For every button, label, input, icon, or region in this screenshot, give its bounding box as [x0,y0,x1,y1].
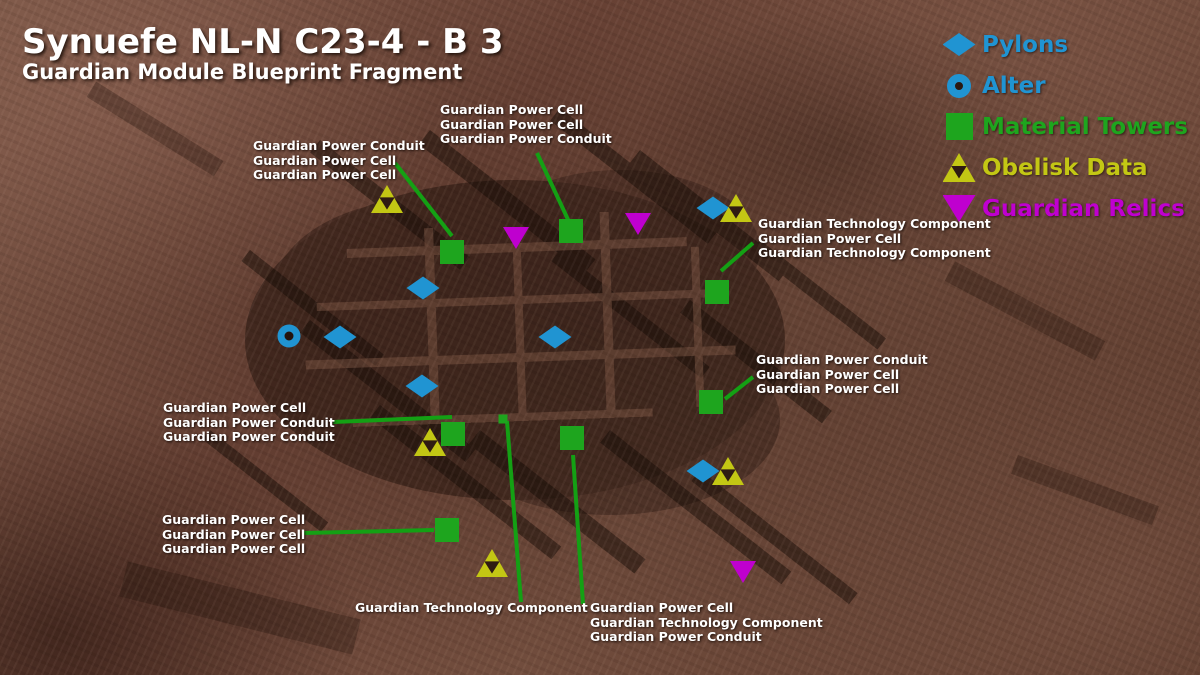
page-subtitle: Guardian Module Blueprint Fragment [22,60,463,84]
material-tower-marker [560,426,584,450]
alter-marker [277,324,301,348]
connector-line [535,152,573,227]
pylon-marker [686,459,720,483]
connector-anchor-marker [498,414,508,424]
item-label-line: Guardian Power Cell [162,541,306,556]
pylon-marker [406,276,440,300]
item-label-line: Guardian Power Cell [756,366,900,382]
legend-item-obelisk-data: Obelisk Data [940,147,1188,188]
connector-line [723,375,755,401]
legend-item-guardian-relics: Guardian Relics [940,188,1188,229]
pylon-marker [538,325,572,349]
item-label-line: Guardian Power Conduit [440,131,612,146]
item-label-line: Guardian Power Conduit [253,138,425,153]
item-label-line: Guardian Power Cell [440,102,584,117]
item-label-line: Guardian Power Cell [162,526,306,542]
material-tower-marker [705,280,729,304]
item-label-line: Guardian Power Cell [756,381,900,396]
alter-ring-icon [940,73,978,98]
connector-line [505,420,523,603]
connector-line [571,454,585,605]
connector-line [332,415,453,424]
legend-label-alter: Alter [982,72,1046,99]
material-tower-square-icon [940,113,978,140]
relic-triangle-icon [940,195,978,222]
legend: Pylons Alter Material Towers Obelisk Dat… [940,24,1188,229]
material-tower-marker [440,240,464,264]
legend-item-pylons: Pylons [940,24,1188,65]
item-label-line: Guardian Power Conduit [163,414,335,430]
legend-label-obelisk-data: Obelisk Data [982,154,1148,181]
item-label-line: Guardian Power Cell [253,152,397,168]
legend-item-alter: Alter [940,65,1188,106]
legend-item-material-towers: Material Towers [940,106,1188,147]
legend-label-material-towers: Material Towers [982,113,1188,140]
item-label-line: Guardian Power Conduit [756,352,928,367]
item-label-line: Guardian Power Cell [440,116,584,132]
connector-line [719,241,755,273]
item-label-line: Guardian Power Cell [162,512,306,527]
item-label-line: Guardian Power Cell [590,600,734,615]
pylon-marker [323,325,357,349]
connector-line [393,161,454,238]
item-label-line: Guardian Technology Component [758,216,991,231]
item-label-line: Guardian Power Cell [758,230,902,246]
item-label: Guardian Technology Component [355,600,588,616]
item-label-line: Guardian Power Conduit [163,429,335,444]
item-label-line: Guardian Technology Component [355,600,588,615]
page-title: Synuefe NL-N C23-4 - B 3 [22,22,504,62]
legend-label-guardian-relics: Guardian Relics [982,195,1185,222]
item-label-line: Guardian Power Conduit [590,629,762,644]
item-label-line: Guardian Power Cell [253,167,397,182]
material-tower-marker [699,390,723,414]
item-label-line: Guardian Technology Component [758,245,991,260]
legend-label-pylons: Pylons [982,31,1069,58]
pylon-marker [696,196,730,220]
material-tower-marker [441,422,465,446]
material-tower-marker [559,219,583,243]
obelisk-triangle-icon [940,153,978,182]
item-label-line: Guardian Technology Component [590,614,823,630]
item-label-line: Guardian Power Cell [163,400,307,415]
connector-line [302,528,435,535]
pylon-marker [405,374,439,398]
material-tower-marker [435,518,459,542]
pylon-diamond-icon [940,33,978,56]
